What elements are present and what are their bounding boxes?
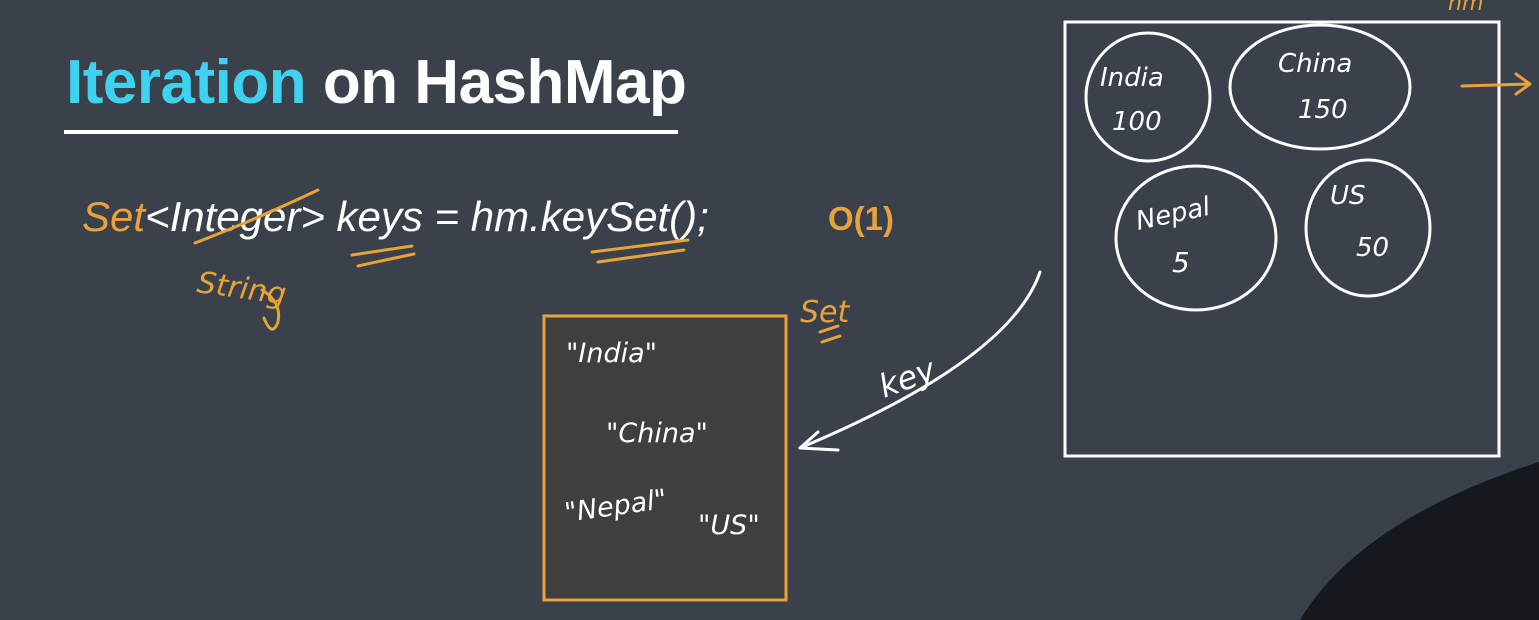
set-label-underline [818, 324, 842, 344]
entry-bubble-china [1228, 23, 1412, 151]
string-note-tail [260, 288, 281, 331]
hm-label: hm [1448, 0, 1483, 16]
complexity-label: O(1) [828, 200, 894, 237]
entry-bubble-us [1304, 158, 1432, 298]
presenter-silhouette [1300, 462, 1539, 620]
key-label: key [874, 350, 942, 406]
slide-title: Iteration on HashMap [66, 52, 687, 114]
title-underline [64, 130, 678, 134]
hm-arrow [1460, 72, 1532, 96]
entry-value: 50 [1356, 233, 1389, 263]
code-set-keyword: Set [82, 193, 146, 240]
entry-bubble-nepal [1114, 164, 1278, 312]
entry-key: China [1278, 49, 1352, 79]
set-box [542, 314, 788, 602]
title-highlight: Iteration [66, 48, 307, 117]
set-label: Set [800, 295, 851, 330]
string-note: String [195, 265, 289, 312]
hashmap-box [1063, 20, 1501, 458]
underline-keyset [590, 238, 690, 264]
set-item: "China" [606, 418, 708, 449]
set-item: "India" [566, 338, 657, 369]
code-statement: keys = hm.keySet(); [324, 193, 709, 240]
key-arrow [798, 270, 1042, 450]
entry-key: India [1100, 63, 1164, 93]
set-item: "US" [698, 510, 760, 541]
entry-value: 5 [1172, 246, 1190, 279]
entry-value: 100 [1112, 107, 1162, 137]
title-rest: on HashMap [322, 48, 687, 117]
entry-bubble-india [1084, 31, 1212, 163]
entry-key: Nepal [1133, 192, 1213, 237]
key-arrow-head [798, 430, 840, 452]
strike-integer [193, 188, 320, 245]
code-generic-type: <Integer> [145, 193, 325, 240]
code-line: Set<Integer> keys = hm.keySet(); [82, 196, 709, 238]
entry-key: US [1330, 181, 1366, 211]
underline-keys [350, 244, 416, 268]
entry-value: 150 [1298, 95, 1348, 125]
